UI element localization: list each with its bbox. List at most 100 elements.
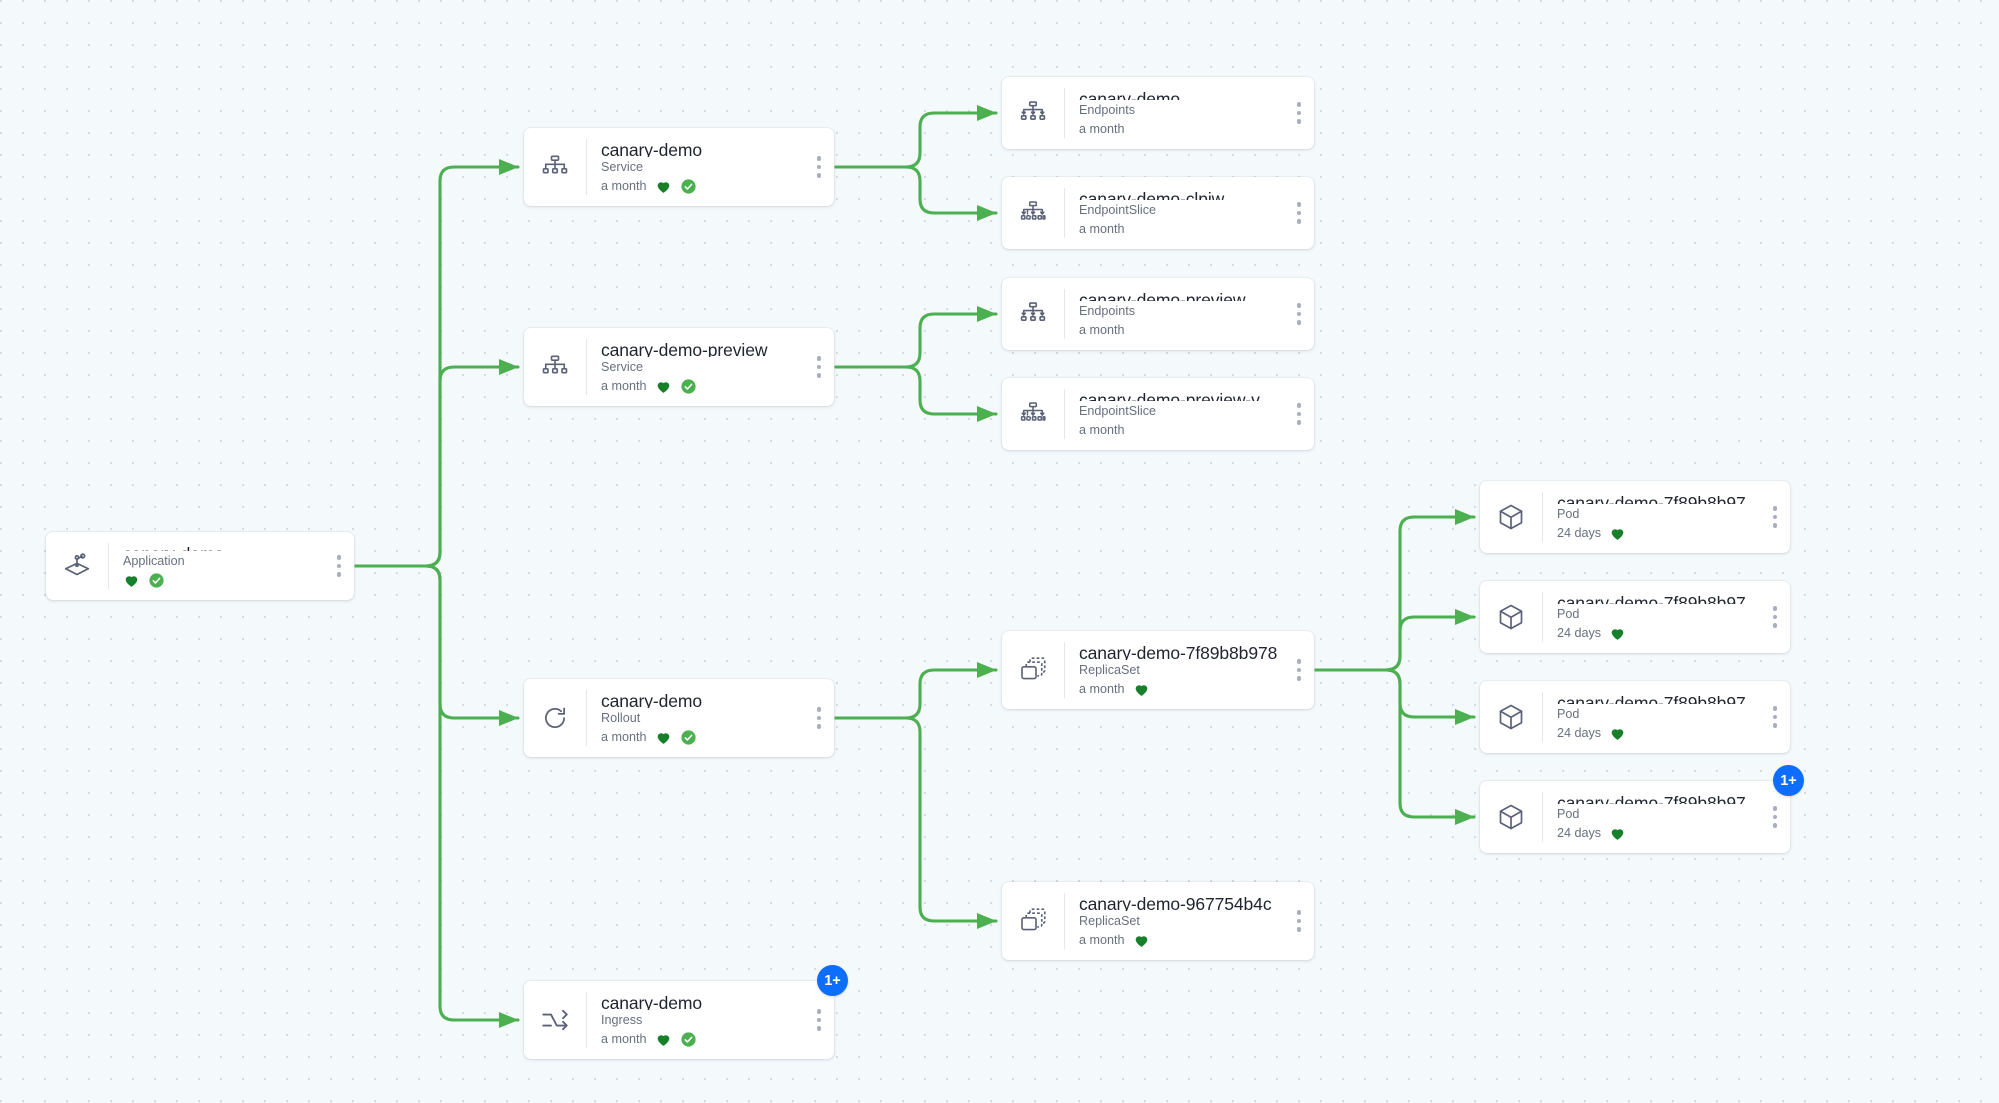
kebab-menu-icon[interactable] (1760, 581, 1790, 653)
sync-status-check-circle-icon (680, 378, 697, 395)
node-kind: ReplicaSet (1079, 914, 1140, 929)
child-count-badge[interactable]: 1+ (817, 965, 848, 996)
node-divider (586, 992, 587, 1048)
kebab-menu-icon[interactable] (804, 679, 834, 757)
kebab-menu-icon[interactable] (324, 532, 354, 600)
ingress-icon (524, 981, 586, 1059)
kebab-menu-icon[interactable] (804, 981, 834, 1059)
kebab-menu-icon[interactable] (1284, 631, 1314, 709)
sync-status-check-circle-icon (680, 729, 697, 746)
node-meta: a month (601, 729, 804, 746)
child-count-badge[interactable]: 1+ (1773, 765, 1804, 796)
node-meta: a month (1079, 121, 1284, 138)
health-status-heart-icon (1133, 681, 1150, 698)
pod-icon (1480, 681, 1542, 753)
node-age: a month (1079, 682, 1125, 696)
node-divider (1542, 792, 1543, 842)
node-title: canary-demo (1079, 89, 1181, 101)
node-kind: EndpointSlice (1079, 404, 1157, 419)
node-title: canary-demo (123, 543, 324, 551)
node-kind: Pod (1557, 707, 1580, 722)
node-age: a month (1079, 323, 1125, 337)
node-meta: a month (1079, 932, 1284, 949)
health-status-heart-icon (655, 378, 672, 395)
health-status-heart-icon (655, 178, 672, 195)
node-age: 24 days (1557, 826, 1602, 840)
node-kind: Endpoints (1079, 103, 1136, 118)
node-divider (586, 690, 587, 746)
node-age: a month (1079, 122, 1125, 136)
node-kind: Endpoints (1079, 304, 1136, 319)
sync-status-check-circle-icon (680, 178, 697, 195)
kebab-menu-icon[interactable] (1284, 278, 1314, 350)
node-age: a month (601, 179, 647, 193)
health-status-heart-icon (1609, 725, 1626, 742)
node-age: a month (601, 730, 647, 744)
node-title: canary-demo (601, 140, 703, 158)
kebab-menu-icon[interactable] (804, 328, 834, 406)
node-meta: a month (601, 1031, 804, 1048)
kebab-menu-icon[interactable] (804, 128, 834, 206)
replicaset-icon (1002, 882, 1064, 960)
node-kind: Application (123, 554, 185, 569)
node-kind: Ingress (601, 1013, 643, 1028)
health-status-heart-icon (1609, 625, 1626, 642)
kebab-menu-icon[interactable] (1284, 177, 1314, 249)
node-age: a month (1079, 933, 1125, 947)
node-kind: Service (601, 360, 643, 375)
node-kind: Pod (1557, 607, 1580, 622)
sync-status-check-circle-icon (680, 1031, 697, 1048)
node-divider (1542, 492, 1543, 542)
kebab-menu-icon[interactable] (1284, 882, 1314, 960)
node-title: canary-demo-7f89b8b97... (1557, 793, 1760, 805)
node-age: a month (601, 1032, 647, 1046)
node-meta: a month (1079, 221, 1284, 238)
node-title: canary-demo-preview (601, 340, 768, 358)
node-title: canary-demo-clpjw (1079, 189, 1225, 201)
health-status-heart-icon (1609, 825, 1626, 842)
node-meta: 24 days (1557, 525, 1760, 542)
node-age: 24 days (1557, 726, 1602, 740)
node-title: canary-demo (601, 993, 703, 1011)
node-kind: ReplicaSet (1079, 663, 1140, 678)
kebab-menu-icon[interactable] (1760, 781, 1790, 853)
node-body: canary-demoApplication (109, 532, 324, 600)
service-icon (524, 128, 586, 206)
endpoints-icon (1002, 278, 1064, 350)
kebab-menu-icon[interactable] (1284, 77, 1314, 149)
node-meta: 24 days (1557, 625, 1760, 642)
endpoints-icon (1002, 77, 1064, 149)
node-divider (586, 139, 587, 195)
kebab-menu-icon[interactable] (1284, 378, 1314, 450)
node-title: canary-demo-967754b4c (1079, 894, 1272, 912)
node-divider (1064, 389, 1065, 439)
sync-status-check-circle-icon (148, 572, 165, 589)
health-status-heart-icon (123, 572, 140, 589)
node-divider (1064, 188, 1065, 238)
kebab-menu-icon[interactable] (1760, 681, 1790, 753)
resource-node-application[interactable]: canary-demoApplication (46, 532, 354, 600)
pod-icon (1480, 581, 1542, 653)
health-status-heart-icon (655, 1031, 672, 1048)
kebab-menu-icon[interactable] (1760, 481, 1790, 553)
endpointslice-icon (1002, 378, 1064, 450)
replicaset-icon (1002, 631, 1064, 709)
